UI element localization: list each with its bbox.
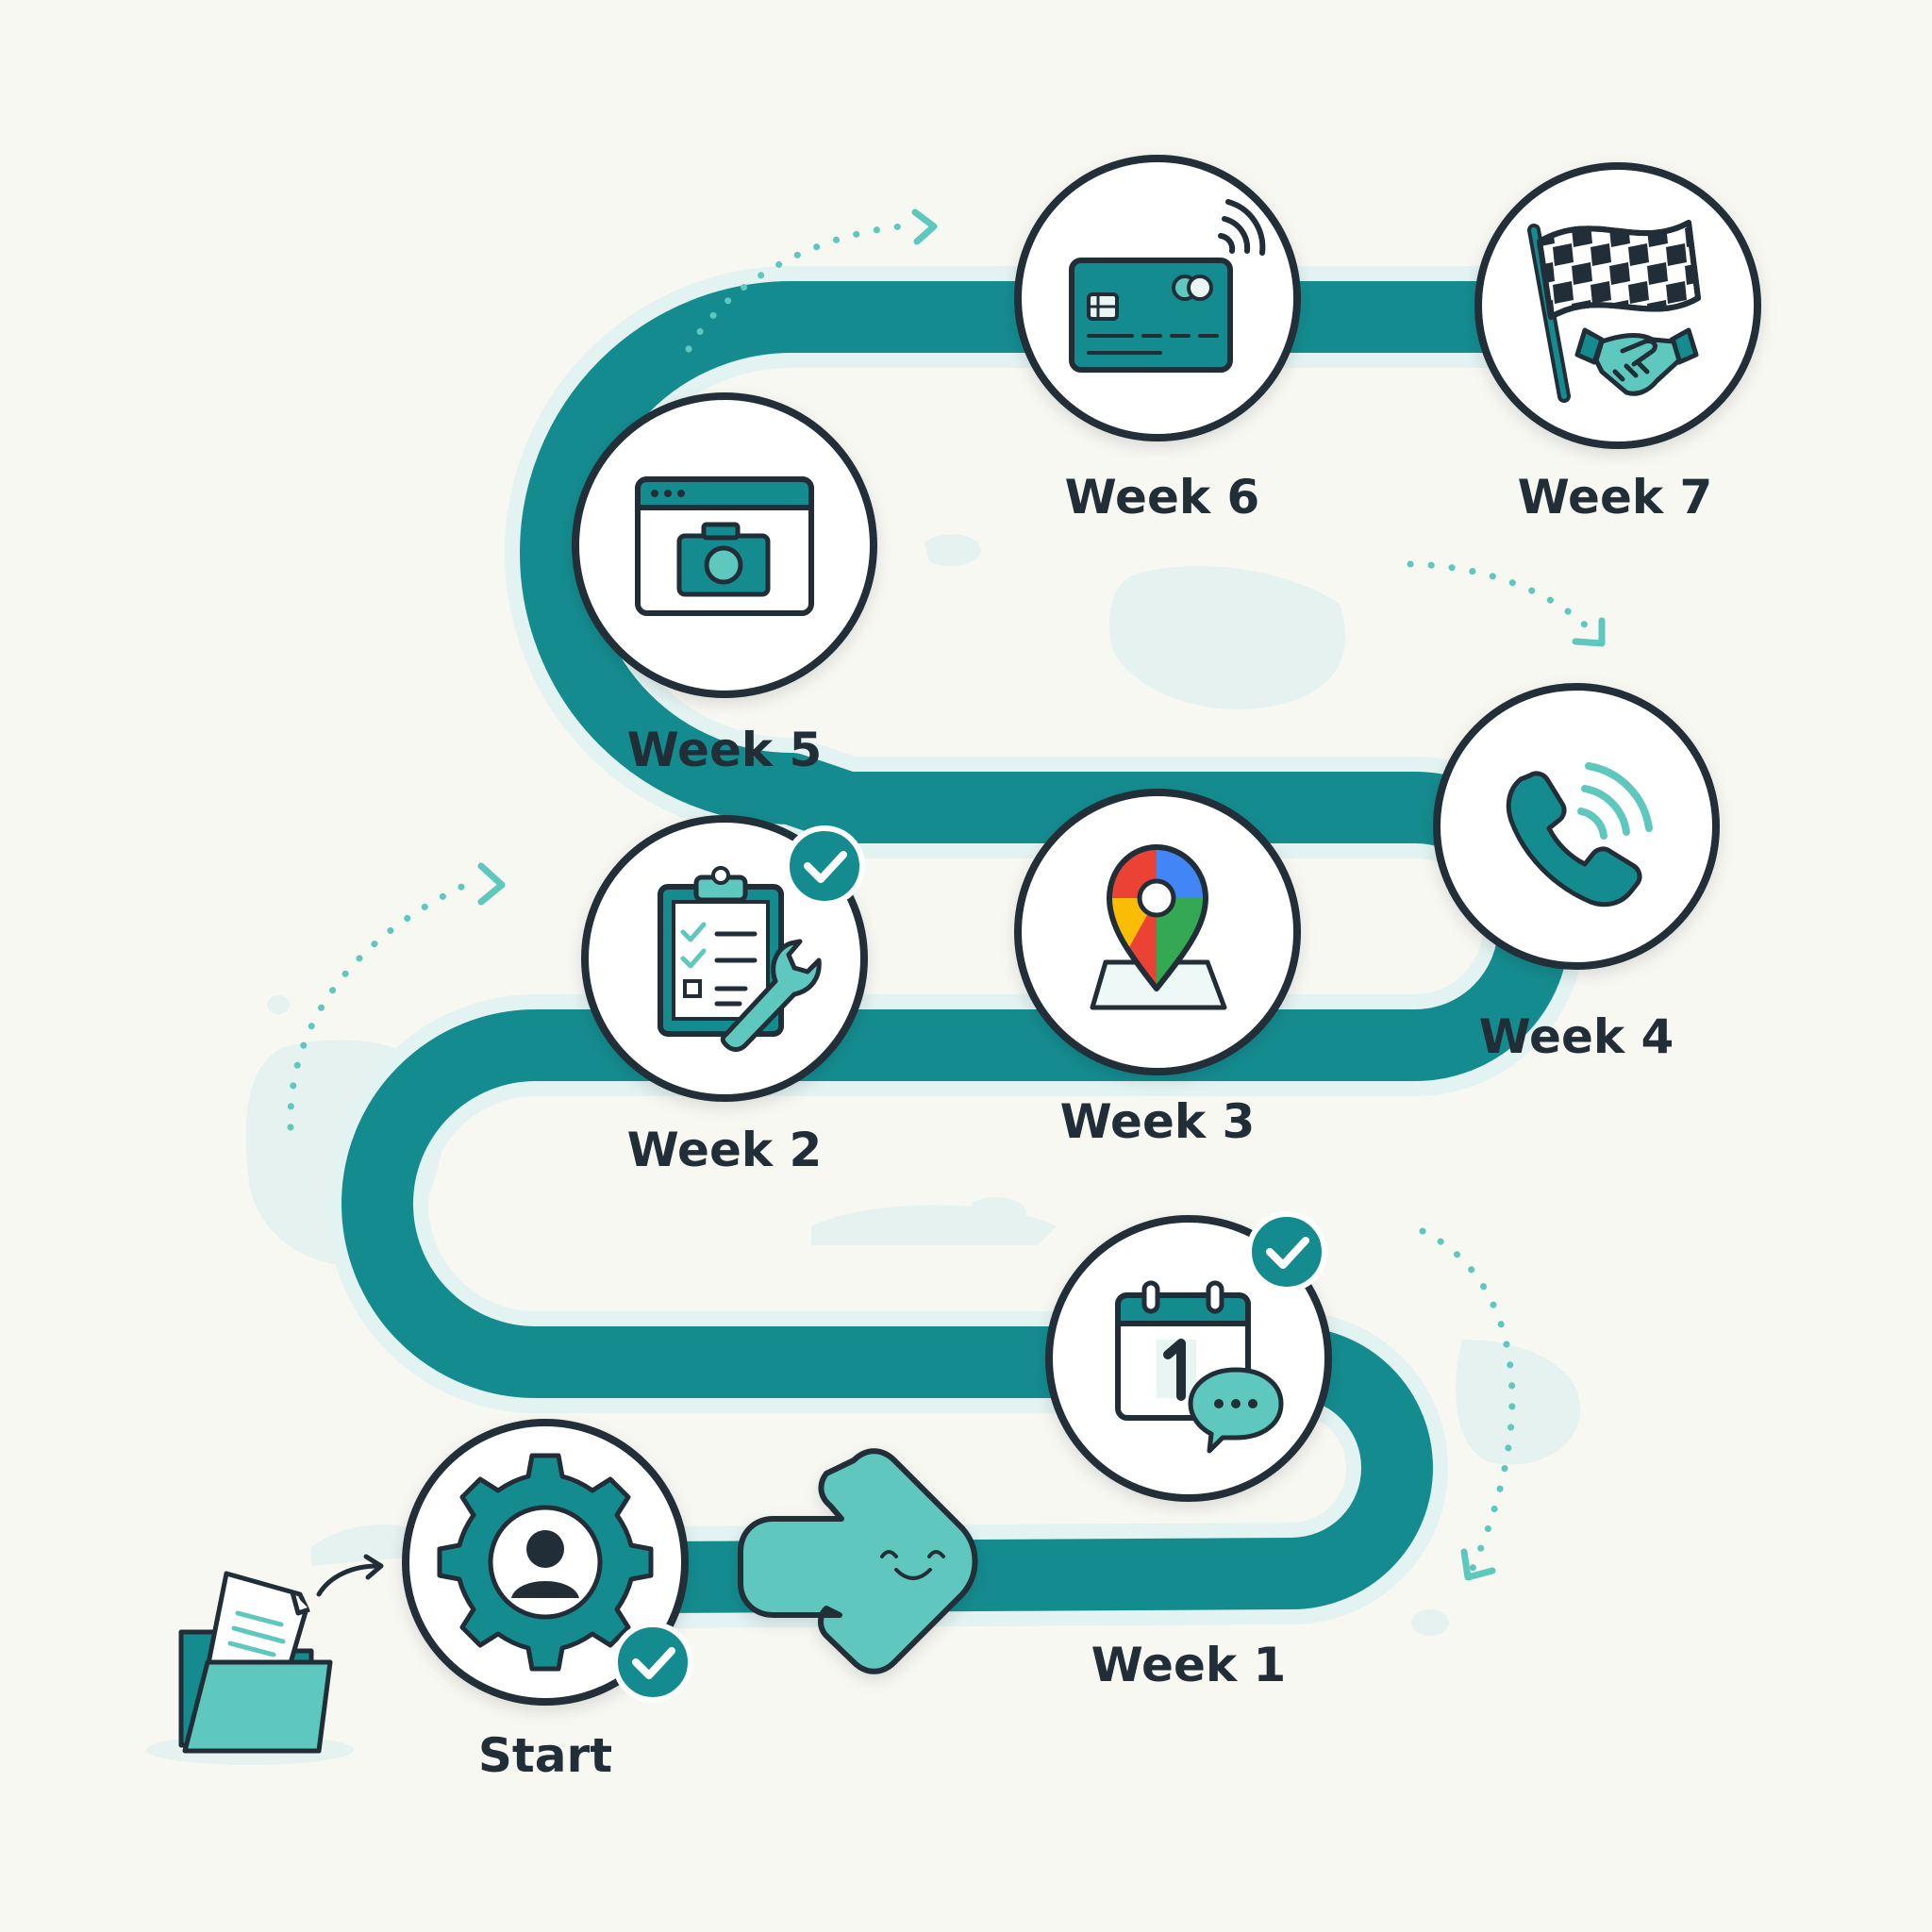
map-pin-icon xyxy=(1090,844,1227,1010)
finish-flag-icon xyxy=(1527,220,1701,403)
label-week-3: Week 3 xyxy=(1060,1094,1256,1149)
label-week-5: Week 5 xyxy=(627,723,823,777)
clipboard-wrench-icon xyxy=(658,866,822,1052)
milestone-start[interactable] xyxy=(402,1419,693,1706)
calendar-chat-icon xyxy=(1115,1280,1284,1454)
check-badge xyxy=(1246,1211,1327,1292)
dotted-arrows xyxy=(287,223,1598,1574)
label-week-1: Week 1 xyxy=(1091,1638,1287,1692)
credit-card-icon xyxy=(1069,199,1266,373)
dotted-arrow-heads xyxy=(477,208,1606,1581)
label-week-2: Week 2 xyxy=(627,1123,823,1177)
check-badge xyxy=(612,1622,693,1703)
handshake-icon xyxy=(1574,327,1699,396)
label-week-7: Week 7 xyxy=(1518,470,1713,525)
milestone-week-5[interactable] xyxy=(572,392,877,698)
folder-document-icon xyxy=(178,1571,333,1754)
milestone-week-3[interactable] xyxy=(1014,789,1301,1075)
winding-road xyxy=(326,266,1664,1628)
milestone-week-2[interactable] xyxy=(581,815,868,1102)
phone-icon xyxy=(1506,762,1653,908)
check-badge xyxy=(784,825,865,907)
milestone-week-1[interactable] xyxy=(1045,1211,1332,1502)
milestone-labels: Start Week 1 Week 2 Week 3 Week 4 Week 5… xyxy=(478,470,1712,1783)
label-week-4: Week 4 xyxy=(1479,1009,1674,1064)
milestone-week-4[interactable] xyxy=(1433,683,1720,970)
browser-camera-icon xyxy=(635,476,814,616)
curved-arrow-icon xyxy=(316,1554,384,1597)
smiling-arrow-icon xyxy=(738,1448,978,1674)
label-week-6: Week 6 xyxy=(1065,470,1260,525)
gear-user-icon xyxy=(437,1453,654,1672)
milestone-week-6[interactable] xyxy=(1014,155,1301,441)
milestone-week-7[interactable] xyxy=(1474,162,1761,449)
label-start: Start xyxy=(478,1728,612,1783)
